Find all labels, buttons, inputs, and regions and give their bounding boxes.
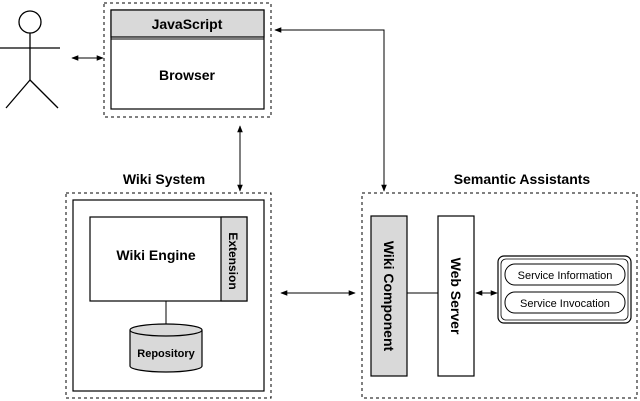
wiki-engine-box: Wiki Engine Extension (89, 216, 248, 302)
browser-dashed-boundary (103, 2, 272, 118)
semantic-assistants-title: Semantic Assistants (454, 171, 591, 187)
wiki-component-label: Wiki Component (381, 241, 397, 352)
connectors (71, 27, 498, 296)
wiki-component-box: Wiki Component (370, 215, 408, 377)
service-information-label: Service Information (518, 270, 613, 282)
service-invocation-pill (504, 291, 626, 314)
web-server-label: Web Server (448, 258, 464, 335)
user-actor-icon (0, 10, 60, 109)
web-server-box: Web Server (437, 215, 475, 377)
javascript-label: JavaScript (152, 16, 223, 32)
repository-label: Repository (137, 348, 195, 360)
browser-wikicomponent-arrow (274, 27, 387, 192)
extension-box (220, 216, 248, 302)
service-invocation-label: Service Invocation (520, 298, 610, 310)
wiki-engine-label: Wiki Engine (116, 247, 195, 263)
browser-box: JavaScript Browser (110, 9, 265, 110)
repository-cylinder: Repository (129, 323, 203, 373)
service-information-pill (504, 263, 626, 286)
wiki-system-title: Wiki System (123, 171, 205, 187)
browser-label: Browser (159, 67, 216, 83)
javascript-header (110, 9, 265, 38)
wiki-system-dashed-boundary (65, 192, 272, 399)
services-group: Service Information Service Invocation (497, 255, 632, 324)
extension-label: Extension (226, 232, 240, 289)
